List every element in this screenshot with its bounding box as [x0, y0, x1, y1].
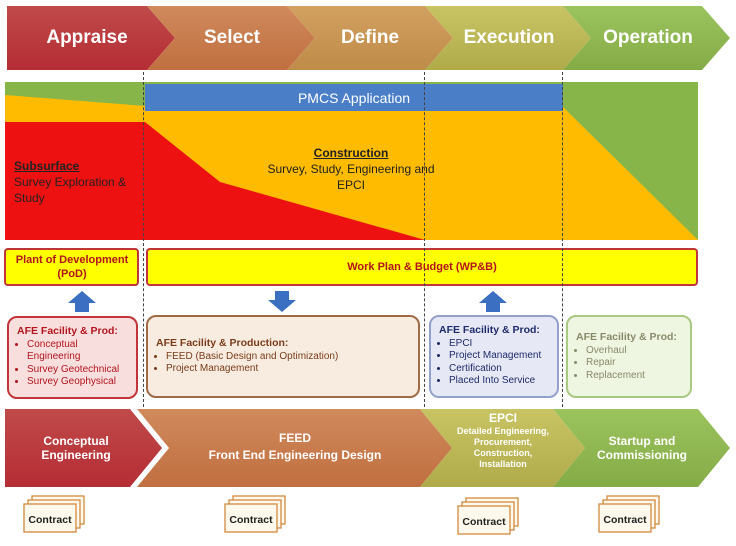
- afe-list-item: Project Management: [166, 363, 410, 376]
- subsurface-title: Subsurface: [14, 159, 80, 173]
- afe-box-appraise: AFE Facility & Prod: Conceptual Engineer…: [7, 316, 138, 399]
- construction-text: Construction Survey, Study, Engineering …: [262, 145, 440, 193]
- construction-description: Survey, Study, Engineering and EPCI: [267, 162, 435, 192]
- afe-list-item: Survey Geotechnical: [27, 364, 128, 377]
- afe-box-operation: AFE Facility & Prod: Overhaul Repair Rep…: [566, 315, 692, 398]
- contract-stack-icon: [598, 495, 660, 533]
- arrow-up-icon: [68, 291, 96, 312]
- wpb-bar: [146, 248, 698, 286]
- afe-list-item: Placed Into Service: [449, 375, 549, 388]
- stage-epci-title: EPCI: [488, 411, 517, 425]
- afe-list-item: Conceptual Engineering: [27, 339, 128, 364]
- afe-list: Conceptual Engineering Survey Geotechnic…: [17, 339, 128, 389]
- phase-chevron-define: [287, 6, 453, 70]
- contract-stack-icon: [23, 495, 85, 533]
- phase-divider: [424, 72, 425, 407]
- contract-label: Contract: [462, 516, 506, 528]
- phase-label-define: Define: [340, 27, 400, 48]
- phase-label-select: Select: [204, 27, 260, 48]
- phase-chevron-select: [147, 6, 315, 70]
- stage-label-epci: EPCI Detailed Engineering, Procurement, …: [454, 411, 552, 470]
- subsurface-text: Subsurface Survey Exploration & Study: [14, 158, 140, 206]
- stage-label-conceptual: Conceptual Engineering: [41, 434, 111, 462]
- stage-label-feed: FEED Front End Engineering Design: [170, 430, 420, 464]
- contract-label: Contract: [229, 514, 273, 526]
- pmcs-application-label: PMCS Application: [297, 90, 411, 106]
- stage-chevron-feed: [137, 409, 452, 487]
- contract-stack-icon: [457, 497, 519, 535]
- afe-list: EPCI Project Management Certification Pl…: [439, 338, 549, 388]
- wpb-label: Work Plan & Budget (WP&B): [347, 261, 497, 273]
- afe-list-item: Repair: [586, 357, 682, 370]
- construction-title: Construction: [313, 146, 389, 160]
- stage-epci-subtitle: Detailed Engineering, Procurement, Const…: [456, 426, 550, 469]
- afe-box-title: AFE Facility & Production:: [156, 337, 289, 349]
- stage-chevron-startup: [553, 409, 730, 487]
- afe-list-item: Certification: [449, 363, 549, 376]
- afe-box-select-define: AFE Facility & Production: FEED (Basic D…: [146, 315, 420, 398]
- arrow-down-icon: [268, 291, 296, 312]
- pmcs-bar: [145, 84, 563, 111]
- afe-list: FEED (Basic Design and Optimization) Pro…: [156, 351, 410, 376]
- pod-bar: [4, 248, 139, 286]
- afe-list-item: Replacement: [586, 370, 682, 383]
- red-area: [5, 122, 425, 240]
- phase-divider: [562, 72, 563, 407]
- afe-list-item: EPCI: [449, 338, 549, 351]
- pod-label: Plant of Development (PoD): [15, 254, 129, 280]
- afe-list-item: Project Management: [449, 350, 549, 363]
- phase-label-appraise: Appraise: [46, 27, 128, 48]
- stage-label-startup: Startup and Commissioning: [596, 434, 687, 462]
- afe-box-title: AFE Facility & Prod:: [576, 331, 677, 343]
- stage-chevron-epci: [420, 409, 585, 487]
- contract-label: Contract: [28, 514, 72, 526]
- arrow-up-icon: [479, 291, 507, 312]
- stage-feed-title: FEED: [278, 431, 311, 445]
- afe-box-execution: AFE Facility & Prod: EPCI Project Manage…: [429, 315, 559, 398]
- afe-list-item: Survey Geophysical: [27, 376, 128, 389]
- subsurface-description: Survey Exploration & Study: [14, 175, 127, 205]
- contract-label: Contract: [603, 514, 647, 526]
- stage-chevron-conceptual: [5, 409, 162, 487]
- phase-chevron-appraise: [7, 6, 175, 70]
- contract-stack-icon: [224, 495, 286, 533]
- afe-list-item: Overhaul: [586, 345, 682, 358]
- phase-label-execution: Execution: [463, 27, 555, 48]
- afe-list-item: FEED (Basic Design and Optimization): [166, 351, 410, 364]
- phase-chevron-execution: [425, 6, 591, 70]
- stage-feed-subtitle: Front End Engineering Design: [208, 448, 382, 462]
- afe-box-title: AFE Facility & Prod:: [17, 325, 118, 337]
- afe-list: Overhaul Repair Replacement: [576, 345, 682, 383]
- phase-label-operation: Operation: [603, 27, 693, 48]
- afe-box-title: AFE Facility & Prod:: [439, 324, 540, 336]
- phase-chevron-operation: [563, 6, 730, 70]
- phase-divider: [143, 72, 144, 407]
